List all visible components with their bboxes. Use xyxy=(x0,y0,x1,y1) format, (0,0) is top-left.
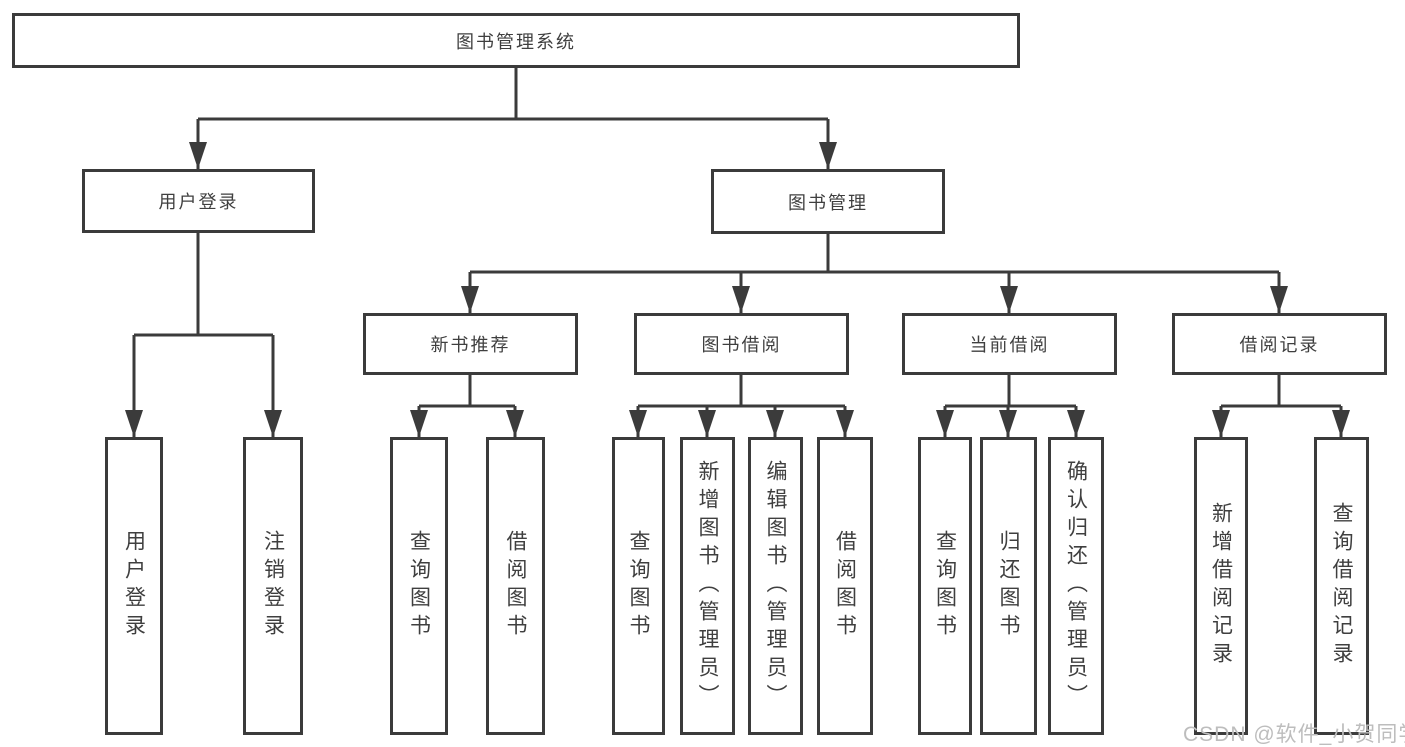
node-label: 新增图书（管理员） xyxy=(696,460,719,712)
node-label: 用户登录 xyxy=(158,192,239,212)
csdn-watermark: CSDN @软件_小贺同学 xyxy=(1183,723,1405,746)
node-label: 确认归还（管理员） xyxy=(1064,460,1088,712)
node-label: 图书管理 xyxy=(788,192,868,213)
node-borrowing-records: 借阅记录 xyxy=(1172,313,1387,375)
leaf-logout: 注销登录 xyxy=(243,437,303,735)
node-label: 新书推荐 xyxy=(430,335,511,355)
node-book-borrowing: 图书借阅 xyxy=(634,313,849,375)
node-label: 用户登录 xyxy=(122,530,146,642)
leaf-user-login: 用户登录 xyxy=(105,437,163,735)
node-library-management-system: 图书管理系统 xyxy=(12,13,1020,68)
leaf-query-books-current: 查询图书 xyxy=(918,437,972,735)
leaf-add-borrow-record: 新增借阅记录 xyxy=(1194,437,1248,735)
leaf-borrow-books-recommend: 借阅图书 xyxy=(486,437,545,735)
node-new-book-recommendation: 新书推荐 xyxy=(363,313,578,375)
leaf-confirm-return-admin: 确认归还（管理员） xyxy=(1048,437,1104,735)
leaf-return-book: 归还图书 xyxy=(980,437,1037,735)
node-user-login: 用户登录 xyxy=(82,169,315,233)
leaf-edit-book-admin: 编辑图书（管理员） xyxy=(748,437,803,735)
node-label: 当前借阅 xyxy=(969,335,1050,355)
node-label: 借阅图书 xyxy=(833,530,857,642)
node-current-borrowing: 当前借阅 xyxy=(902,313,1117,375)
node-book-management: 图书管理 xyxy=(711,169,945,234)
node-label: 查询图书 xyxy=(407,530,431,642)
node-label: 图书借阅 xyxy=(701,335,782,355)
node-label: 借阅记录 xyxy=(1239,335,1320,355)
leaf-query-borrow-record: 查询借阅记录 xyxy=(1314,437,1369,735)
node-label: 图书管理系统 xyxy=(456,31,576,52)
leaf-query-books-borrow: 查询图书 xyxy=(612,437,665,735)
leaf-query-books-recommend: 查询图书 xyxy=(390,437,448,735)
node-label: 新增借阅记录 xyxy=(1209,502,1233,670)
node-label: 借阅图书 xyxy=(504,530,527,642)
node-label: 归还图书 xyxy=(997,530,1020,642)
leaf-add-book-admin: 新增图书（管理员） xyxy=(680,437,735,735)
leaf-borrow-books: 借阅图书 xyxy=(817,437,873,735)
node-label: 查询图书 xyxy=(933,530,957,642)
node-label: 查询图书 xyxy=(627,530,650,642)
node-label: 编辑图书（管理员） xyxy=(764,460,787,712)
node-label: 注销登录 xyxy=(261,530,285,642)
node-label: 查询借阅记录 xyxy=(1330,502,1353,670)
